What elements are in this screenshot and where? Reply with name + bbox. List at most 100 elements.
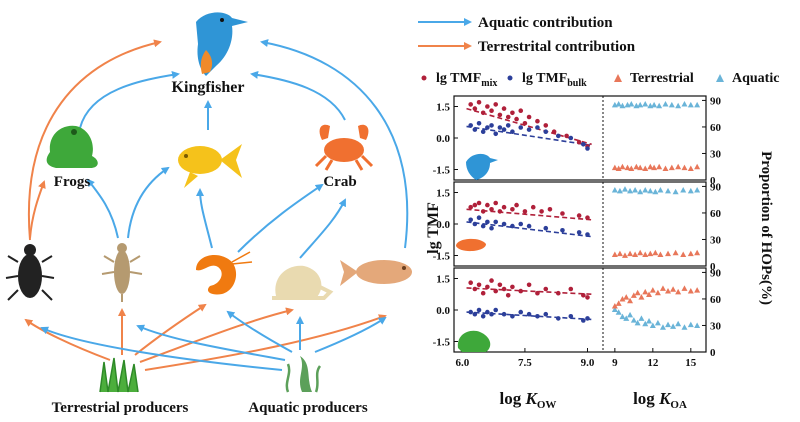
x-axis-label-kow: log KOW [500, 389, 557, 411]
terrestrial-point-frogs [638, 294, 645, 300]
arrow-aprod-shrimp [226, 310, 293, 353]
aquatic-point-kingfisher [637, 101, 644, 108]
terrestrial-point-frogs [687, 287, 694, 294]
chart-legend: lg TMFmix lg TMFbulk Terrestrial Aquatic [421, 71, 779, 89]
legend-aquatic-contribution: Aquatic contribution [478, 15, 613, 31]
mix-point-frogs [501, 286, 507, 292]
arrow-tprod-snail [139, 307, 294, 363]
terrestrial-point-frogs [634, 289, 641, 296]
terrestrial-point-kingfisher [694, 163, 701, 170]
arrow-shrimp-goldfish [196, 188, 213, 249]
right-y-tick-label-crab: 0 [710, 261, 716, 273]
aquatic-point-frogs [681, 324, 688, 330]
mix-fit-line-crab [466, 208, 592, 221]
legend-mix-label: lg TMFmix [436, 71, 497, 89]
kingfisher-label: Kingfisher [172, 79, 245, 96]
arrow-larva-goldfish [127, 166, 170, 239]
bulk-point-frogs [485, 309, 490, 315]
x-axis-label-koa: log KOA [633, 389, 687, 411]
goldfish-icon [178, 144, 242, 188]
terrestrial-point-kingfisher [681, 164, 688, 171]
frog-icon [46, 125, 98, 168]
mix-point-crab [468, 204, 473, 210]
bulk-point-crab [585, 232, 590, 237]
legend-terrestrial-label: Terrestrial [630, 71, 694, 86]
right-y-tick-label-kingfisher: 60 [710, 122, 722, 134]
aquatic-point-frogs [623, 315, 630, 321]
arrow-aprod-beetle [40, 326, 283, 371]
bulk-point-frogs [543, 311, 549, 317]
food-web-arrows [24, 39, 409, 371]
aquatic-point-kingfisher [651, 101, 658, 108]
aquatic-point-frogs [659, 324, 666, 330]
legend-bulk-marker [507, 75, 513, 81]
terrestrial-point-kingfisher [642, 165, 649, 172]
mix-point-kingfisher [472, 106, 478, 111]
bulk-point-crab [560, 228, 565, 233]
right-y-tick-label-crab: 60 [710, 208, 722, 220]
shrimp-icon [196, 251, 253, 295]
aquatic-point-crab [665, 187, 672, 194]
legend-mix-marker [421, 75, 427, 81]
bulk-point-kingfisher [505, 123, 511, 128]
mix-point-frogs [585, 295, 590, 300]
right-y-tick-label-kingfisher: 90 [710, 95, 722, 107]
mix-point-kingfisher [510, 110, 515, 116]
y-tick-label-crab: 1.5 [436, 188, 450, 200]
bulk-point-kingfisher [497, 125, 503, 130]
mix-point-kingfisher [514, 116, 519, 122]
bulk-point-kingfisher [489, 123, 494, 128]
arrow-frogs-up-kingfisher [79, 70, 180, 129]
aquatic-point-crab [672, 188, 679, 195]
terrestrial-point-kingfisher [668, 164, 675, 171]
terrestrial-point-kingfisher [687, 165, 694, 172]
arrow-rightfish-kingfisher [260, 39, 409, 249]
aquatic-point-frogs [642, 320, 649, 327]
mix-point-kingfisher [543, 123, 549, 128]
aquatic-point-kingfisher [687, 101, 694, 108]
terrestrial-point-kingfisher [611, 164, 618, 171]
arrow-beetle-frogs [29, 180, 46, 239]
right-y-tick-label-frogs: 60 [710, 294, 722, 306]
mix-point-frogs [518, 288, 524, 294]
fish-icon [340, 260, 412, 286]
bulk-point-kingfisher [480, 129, 486, 134]
terrestrial-point-kingfisher [647, 163, 654, 170]
aquatic-point-frogs [675, 320, 682, 327]
bulk-point-frogs [585, 316, 590, 321]
chart-panels: -1.50.01.50306090-1.50.01.50306090-1.50.… [433, 95, 722, 369]
mix-point-frogs [526, 282, 532, 288]
bulk-point-kingfisher [472, 127, 478, 132]
aquatic-point-frogs [615, 309, 622, 315]
mix-point-kingfisher [535, 118, 540, 124]
aquatic-point-frogs [670, 323, 677, 329]
terrestrial-point-frogs [623, 294, 630, 300]
bulk-point-kingfisher [476, 121, 482, 126]
aquatic-point-crab [616, 187, 623, 194]
mix-point-kingfisher [476, 100, 482, 105]
terrestrial-point-crab [672, 249, 679, 256]
right-y-tick-label-frogs: 90 [710, 267, 722, 279]
bulk-point-frogs [518, 309, 524, 315]
bulk-point-frogs [501, 311, 507, 317]
aquatic-point-frogs [638, 315, 645, 321]
mix-point-kingfisher [468, 102, 473, 107]
terrestrial-point-crab [657, 251, 664, 258]
bulk-point-frogs [468, 309, 473, 315]
mix-point-crab [501, 204, 507, 210]
y-tick-label-frogs: -1.5 [433, 337, 451, 349]
mix-point-frogs [497, 282, 503, 288]
mix-point-kingfisher [501, 106, 507, 111]
aquatic-point-kingfisher [656, 102, 663, 109]
mix-point-crab [514, 202, 519, 208]
terrestrial-point-kingfisher [624, 164, 631, 171]
bulk-point-frogs [568, 314, 574, 319]
aquatic-point-crab [652, 188, 659, 195]
mix-point-crab [585, 215, 590, 220]
aquatic-point-kingfisher [694, 101, 701, 108]
aquatic-point-frogs [687, 321, 694, 328]
bulk-point-kingfisher [535, 125, 540, 130]
x-tick-label-kow: 7.5 [518, 357, 532, 369]
terrestrial-point-crab [611, 251, 618, 258]
